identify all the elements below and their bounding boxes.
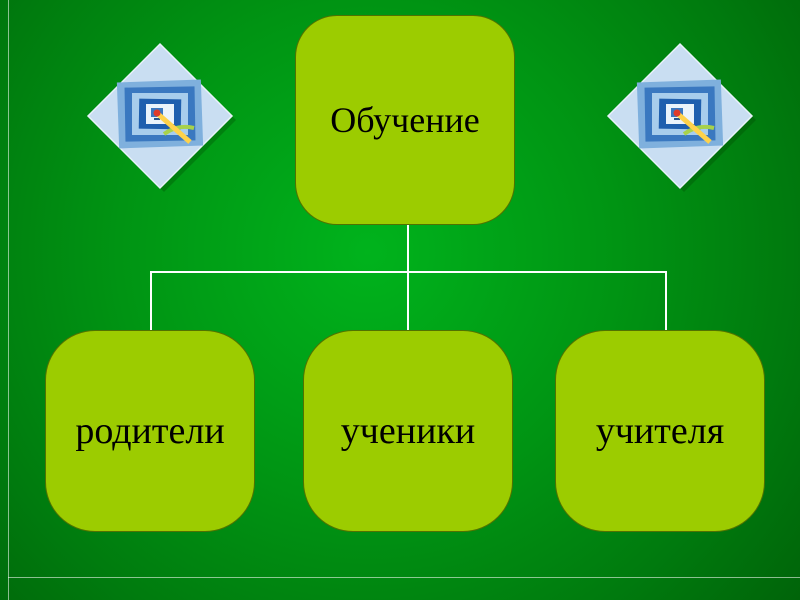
connector-drop-teachers xyxy=(665,271,667,331)
left-frame-line xyxy=(8,0,9,600)
connector-root-drop xyxy=(407,225,409,272)
framed-picture-diamond-icon xyxy=(86,42,236,192)
node-uchitelya: учителя xyxy=(555,330,765,532)
node-uchitelya-label: учителя xyxy=(595,410,725,452)
node-obuchenie: Обучение xyxy=(295,15,515,225)
framed-picture-diamond-icon xyxy=(606,42,756,192)
connector-drop-students xyxy=(407,271,409,331)
connector-drop-parents xyxy=(150,271,152,331)
node-ucheniki-label: ученики xyxy=(340,410,476,452)
node-ucheniki: ученики xyxy=(303,330,513,532)
node-roditeli: родители xyxy=(45,330,255,532)
node-obuchenie-label: Обучение xyxy=(330,100,480,140)
bottom-frame-line xyxy=(8,577,800,578)
node-roditeli-label: родители xyxy=(75,410,225,452)
